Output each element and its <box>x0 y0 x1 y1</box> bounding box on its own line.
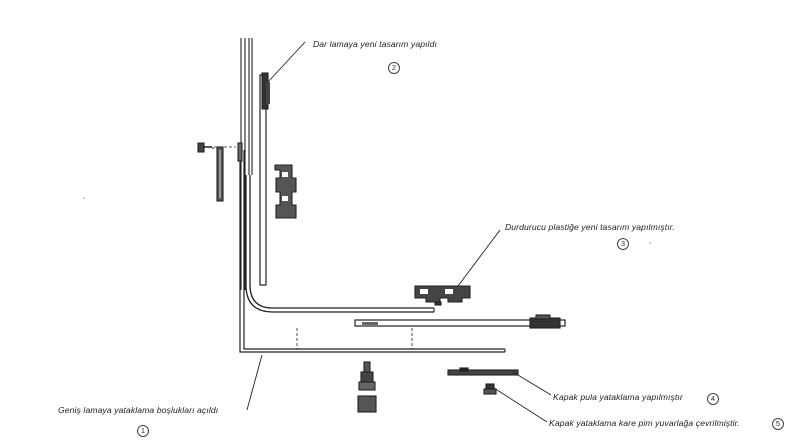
bottom-connector <box>357 361 377 413</box>
callout-5-text: Kapak yataklama kare pim yuvarlağa çevri… <box>549 418 740 428</box>
callout-1-number: 1 <box>137 425 149 437</box>
narrow-bar-vertical <box>259 72 270 286</box>
left-mounting-parts <box>212 142 243 202</box>
narrow-bar-horizontal <box>354 314 566 329</box>
screw-part <box>197 142 236 153</box>
callout-4-number: 4 <box>707 393 719 405</box>
vertical-rail <box>240 38 253 290</box>
callout-3-number: 3 <box>617 238 629 250</box>
callout-2-number: 2 <box>388 62 400 74</box>
cover-washer <box>447 367 519 376</box>
bent-strip <box>245 175 435 313</box>
callout-4-text: Kapak pula yataklama yapılmıştır <box>553 392 683 402</box>
stopper-plastic-new <box>414 285 471 306</box>
wide-bar-l-profile <box>239 150 506 353</box>
leader-lines <box>246 41 552 423</box>
callout-3-text: Durdurucu plastiğe yeni tasarım yapılmış… <box>505 222 675 232</box>
stopper-part-vertical <box>274 164 297 219</box>
cover-pin <box>483 383 497 395</box>
callout-1-text: Geniş lamaya yataklama boşlukları açıldı <box>58 405 219 415</box>
callout-2-text: Dar lamaya yeni tasarım yapıldı <box>313 39 437 49</box>
alignment-lines <box>296 328 413 349</box>
callout-5-number: 5 <box>772 418 784 430</box>
